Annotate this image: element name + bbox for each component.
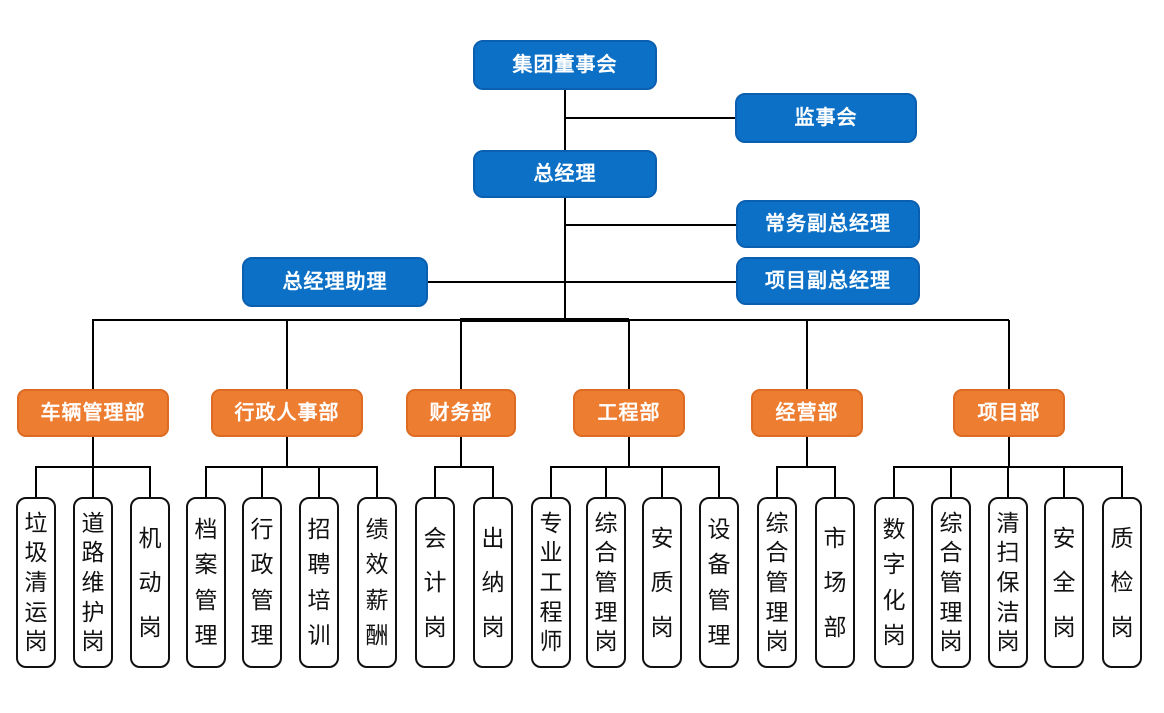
connector-line [1008, 437, 1010, 467]
post-node: 档案管理 [186, 497, 226, 668]
connector-line [893, 466, 895, 497]
connector-line [1007, 466, 1009, 497]
connector-line [894, 466, 1123, 468]
node-project-deputy-gm: 项目副总经理 [736, 257, 920, 305]
post-node: 市场部 [815, 497, 855, 668]
node-dept-vehicle-mgmt: 车辆管理部 [17, 389, 169, 437]
node-dept-finance: 财务部 [406, 389, 516, 437]
connector-line [460, 437, 462, 467]
node-supervisory-board: 监事会 [735, 93, 917, 143]
connector-line [35, 466, 37, 497]
post-node: 设备管理 [699, 497, 739, 668]
node-dept-engineering: 工程部 [573, 389, 685, 437]
connector-line [550, 466, 552, 497]
post-node: 垃圾清运岗 [16, 497, 56, 668]
post-node: 招聘培训 [299, 497, 339, 668]
connector-line [318, 466, 320, 497]
connector-line [376, 466, 378, 497]
post-node: 专业工程师 [531, 497, 571, 668]
node-executive-deputy-gm: 常务副总经理 [736, 200, 920, 248]
post-node: 机动岗 [130, 497, 170, 668]
post-node: 质检岗 [1102, 497, 1142, 668]
post-node: 会计岗 [415, 497, 455, 668]
post-node: 综合管理岗 [586, 497, 626, 668]
connector-line [428, 281, 736, 283]
node-general-manager: 总经理 [473, 150, 657, 198]
post-node: 安质岗 [642, 497, 682, 668]
connector-line [718, 466, 720, 497]
node-dept-operations: 经营部 [751, 389, 863, 437]
connector-line [286, 437, 288, 467]
connector-line [92, 320, 94, 389]
post-node: 安全岗 [1044, 497, 1084, 668]
connector-line [92, 466, 94, 497]
connector-line [460, 320, 462, 389]
node-board: 集团董事会 [473, 40, 657, 90]
connector-line [564, 198, 566, 321]
connector-line [628, 320, 630, 389]
connector-line [950, 466, 952, 497]
connector-line [261, 466, 263, 497]
connector-line [661, 466, 663, 497]
connector-line [776, 466, 778, 497]
connector-line [1121, 466, 1123, 497]
connector-line [36, 466, 151, 468]
connector-line [492, 466, 494, 497]
connector-line [834, 466, 836, 497]
post-node: 行政管理 [242, 497, 282, 668]
connector-line [605, 466, 607, 497]
connector-line [565, 117, 735, 119]
connector-line [149, 466, 151, 497]
post-node: 数字化岗 [874, 497, 914, 668]
connector-line [628, 437, 630, 467]
connector-line [806, 437, 808, 467]
post-node: 出纳岗 [473, 497, 513, 668]
post-node: 综合管理岗 [757, 497, 797, 668]
connector-line [1008, 320, 1010, 389]
node-gm-assistant: 总经理助理 [242, 257, 428, 307]
connector-line [286, 320, 288, 389]
post-node: 绩效薪酬 [357, 497, 397, 668]
connector-line [205, 466, 207, 497]
connector-line [206, 466, 378, 468]
connector-line [806, 320, 808, 389]
connector-line [777, 466, 836, 468]
post-node: 清扫保洁岗 [988, 497, 1028, 668]
post-node: 道路维护岗 [73, 497, 113, 668]
connector-line [434, 466, 436, 497]
connector-line [565, 224, 736, 226]
connector-line [564, 90, 566, 151]
connector-line [460, 318, 629, 322]
connector-line [435, 466, 494, 468]
connector-line [1063, 466, 1065, 497]
connector-line [551, 466, 720, 468]
post-node: 综合管理岗 [931, 497, 971, 668]
node-dept-admin-hr: 行政人事部 [211, 389, 363, 437]
node-dept-project: 项目部 [953, 389, 1065, 437]
connector-line [92, 437, 94, 467]
